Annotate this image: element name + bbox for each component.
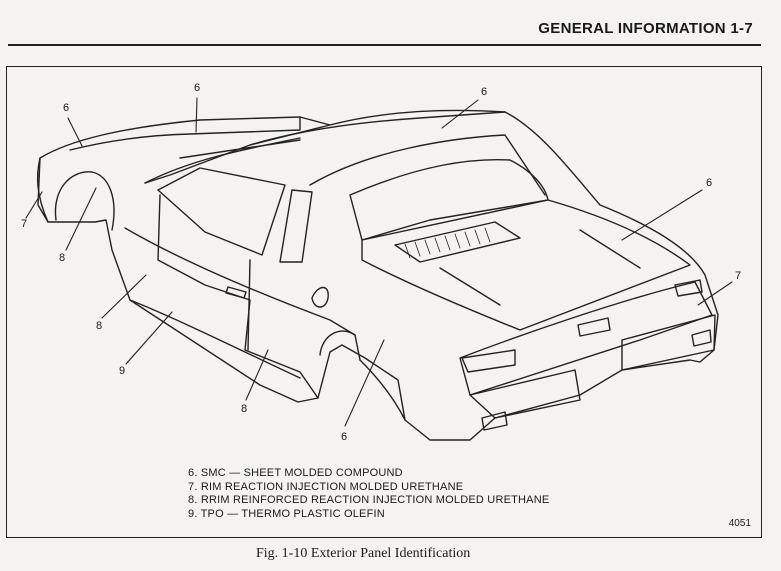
leader-8-fender (65, 187, 97, 251)
callout-6-quarter: 6 (340, 431, 348, 443)
rear-bumper (469, 314, 716, 419)
callout-6-hood: 6 (62, 102, 70, 114)
deck-crease-2 (579, 229, 641, 269)
door-line (247, 259, 251, 351)
legend-item-rrim: 8. RRIM REINFORCED REACTION INJECTION MO… (188, 494, 550, 506)
leader-6-deck (621, 189, 703, 241)
callout-9-rocker: 9 (118, 365, 126, 377)
callout-7-rear: 7 (734, 270, 742, 282)
front-end-panel (36, 157, 49, 223)
fuel-door (311, 286, 329, 308)
a-pillar (144, 124, 331, 184)
deck-crease-1 (439, 267, 501, 306)
leader-6-top (195, 97, 198, 133)
engine-cover-louvers (394, 221, 521, 263)
leader-8-lower (245, 349, 269, 401)
side-crease (124, 227, 356, 336)
figure-frame (6, 66, 762, 538)
hood-panel (69, 116, 301, 151)
figure-caption: Fig. 1-10 Exterior Panel Identification (256, 546, 471, 561)
callout-8-door: 8 (95, 320, 103, 332)
leader-7-rear (697, 281, 733, 306)
roof-front (249, 111, 506, 146)
exhaust-left (481, 411, 508, 431)
tail-lamp-left (461, 349, 516, 373)
leader-8-door (101, 274, 147, 319)
callout-8-fender: 8 (58, 252, 66, 264)
legend-item-rim: 7. RIM REACTION INJECTION MOLDED URETHAN… (188, 480, 464, 493)
rear-window (349, 159, 549, 241)
leader-6-hood (67, 117, 83, 147)
leader-6-quarter (344, 339, 385, 427)
quarter-panel (359, 359, 406, 421)
header-rule (8, 44, 761, 46)
door-handle (225, 286, 247, 299)
exhaust-right (691, 329, 712, 347)
legend-item-smc: 6. SMC — SHEET MOLDED COMPOUND (188, 467, 403, 479)
callout-6-top: 6 (193, 82, 201, 94)
callout-8-lower: 8 (240, 403, 248, 415)
deck-lid (361, 199, 691, 331)
legend-item-tpo: 9. TPO — THERMO PLASTIC OLEFIN (188, 507, 385, 520)
callout-6-roof: 6 (480, 86, 488, 98)
rocker-panel (129, 299, 301, 379)
leader-7-front (25, 191, 43, 219)
front-side-window (157, 167, 286, 256)
door-outline (157, 194, 319, 399)
hood-edge (144, 137, 301, 184)
front-wheel-arch (54, 171, 115, 231)
page-header-title: GENERAL INFORMATION 1-7 (538, 20, 753, 37)
rear-fascia (459, 281, 713, 396)
callout-7-front: 7 (20, 218, 28, 230)
callout-6-deck: 6 (705, 177, 713, 189)
tail-lamp-right (674, 279, 703, 297)
rear-wheel-arch (319, 330, 361, 361)
figure-number: 4051 (728, 518, 751, 529)
leader-lines (25, 97, 733, 427)
rear-side-window (279, 189, 313, 263)
body-outline (37, 109, 719, 441)
center-emblem (577, 317, 611, 337)
roof-rear (309, 134, 546, 196)
leader-9-rocker (125, 311, 173, 365)
panel-legend: 6. SMC — SHEET MOLDED COMPOUND 7. RIM RE… (188, 467, 549, 521)
leader-6-roof (441, 99, 479, 129)
louver-lines (404, 227, 491, 259)
